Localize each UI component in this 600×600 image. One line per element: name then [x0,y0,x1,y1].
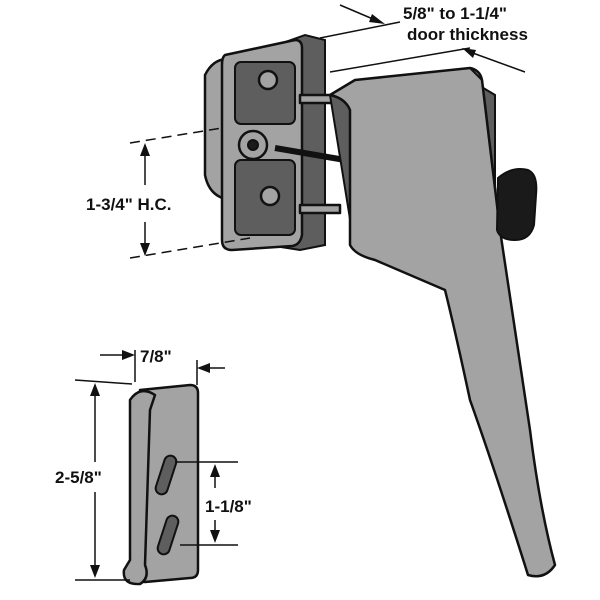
hole-centers-dimension [129,127,251,259]
slot-spacing-dimension [175,461,238,546]
keeper-width-dimension [100,350,225,385]
hole-centers-label: 1-3/4" H.C. [86,195,172,214]
keeper-strike [122,383,200,586]
slot-spacing-label: 1-1/8" [205,497,252,516]
back-mount [203,33,346,252]
lever-handle [328,66,557,578]
keeper-width-label: 7/8" [140,347,172,366]
door-thickness-range-label: 5/8" to 1-1/4" [403,4,507,23]
keeper-height-dimension [74,379,133,581]
door-thickness-caption-label: door thickness [407,25,528,44]
keeper-height-label: 2-5/8" [55,468,102,487]
door-thickness-dimension [319,4,526,73]
